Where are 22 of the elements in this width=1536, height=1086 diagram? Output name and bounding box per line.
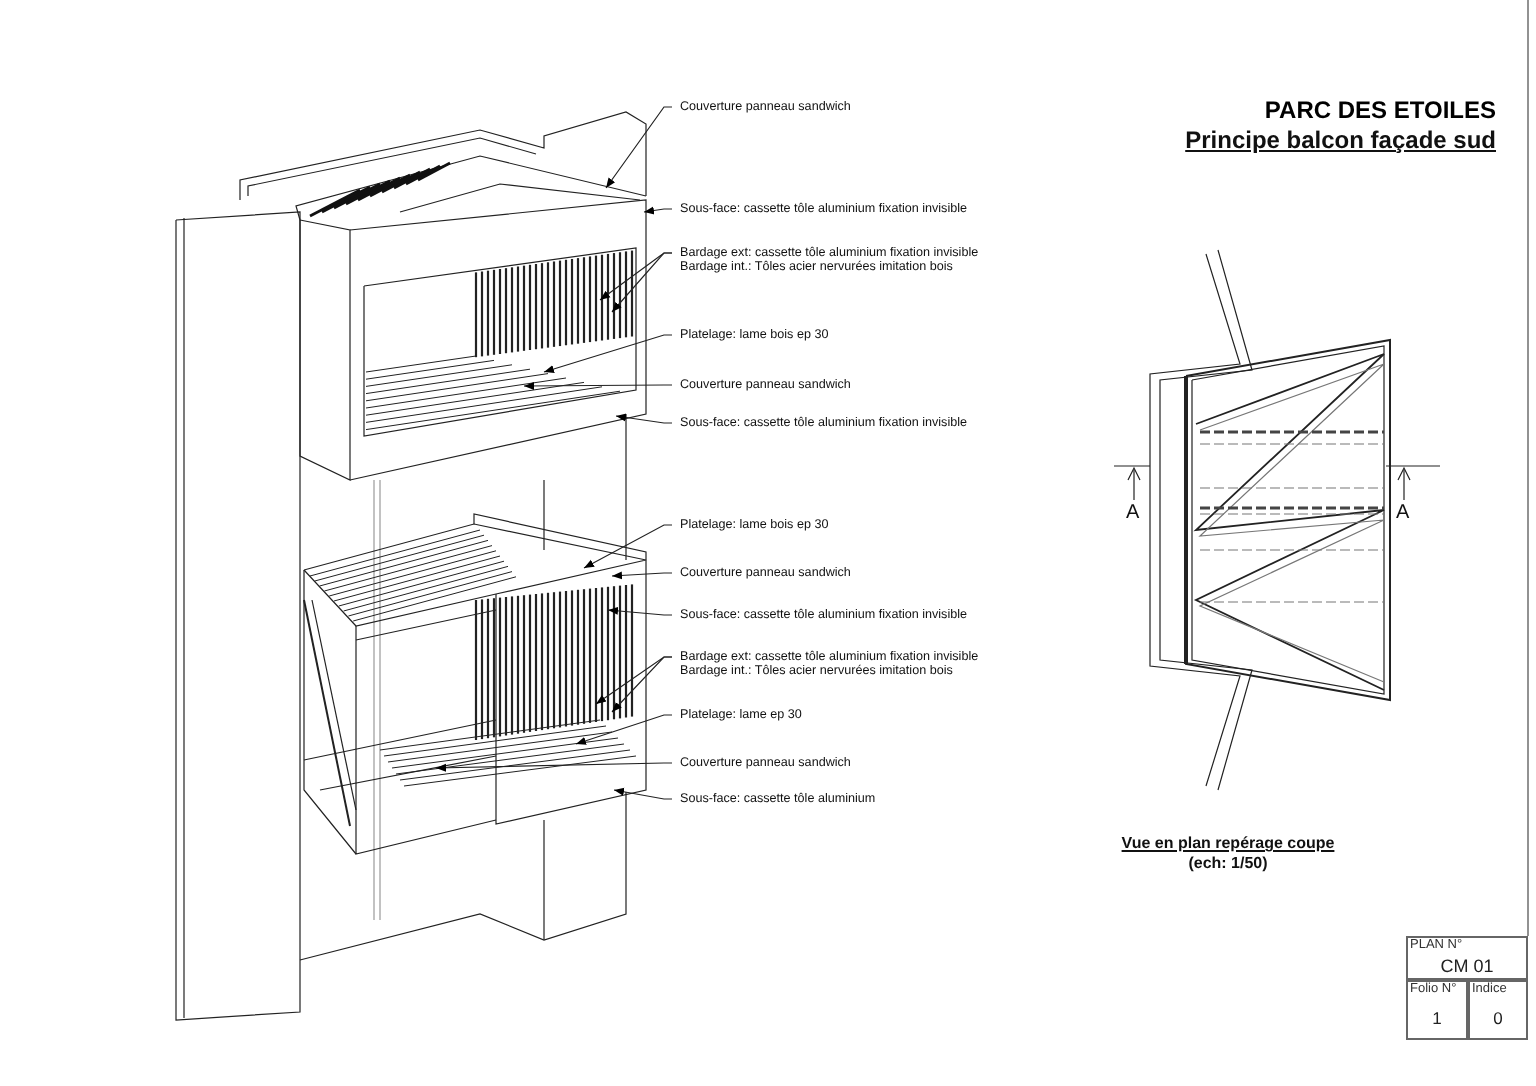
- section-letter: A: [1396, 502, 1410, 524]
- leader-line: [607, 606, 673, 616]
- view-caption: Vue en plan repérage coupe: [1121, 834, 1335, 852]
- leader-line: [575, 714, 673, 745]
- drawing-title: PARC DES ETOILES: [1264, 96, 1496, 124]
- leader-line: [605, 106, 673, 189]
- leader-line: [611, 252, 673, 313]
- scale-note: (ech: 1/50): [1188, 854, 1268, 872]
- leader-line: [643, 206, 673, 215]
- cell-value: CM 01: [1438, 956, 1496, 976]
- leader-line: [583, 524, 673, 569]
- cell-value: 1: [1430, 1008, 1444, 1028]
- leader-line: [611, 571, 673, 580]
- cell-value: 0: [1491, 1008, 1505, 1028]
- drawing-subtitle: Principe balcon façade sud: [1185, 126, 1496, 154]
- leader-line: [611, 656, 673, 713]
- section-letter: A: [1126, 502, 1140, 524]
- leader-line: [613, 787, 673, 800]
- leader-line: [543, 334, 673, 373]
- leader-line: [523, 381, 673, 390]
- leader-line: [615, 413, 673, 424]
- leader-line: [435, 762, 673, 772]
